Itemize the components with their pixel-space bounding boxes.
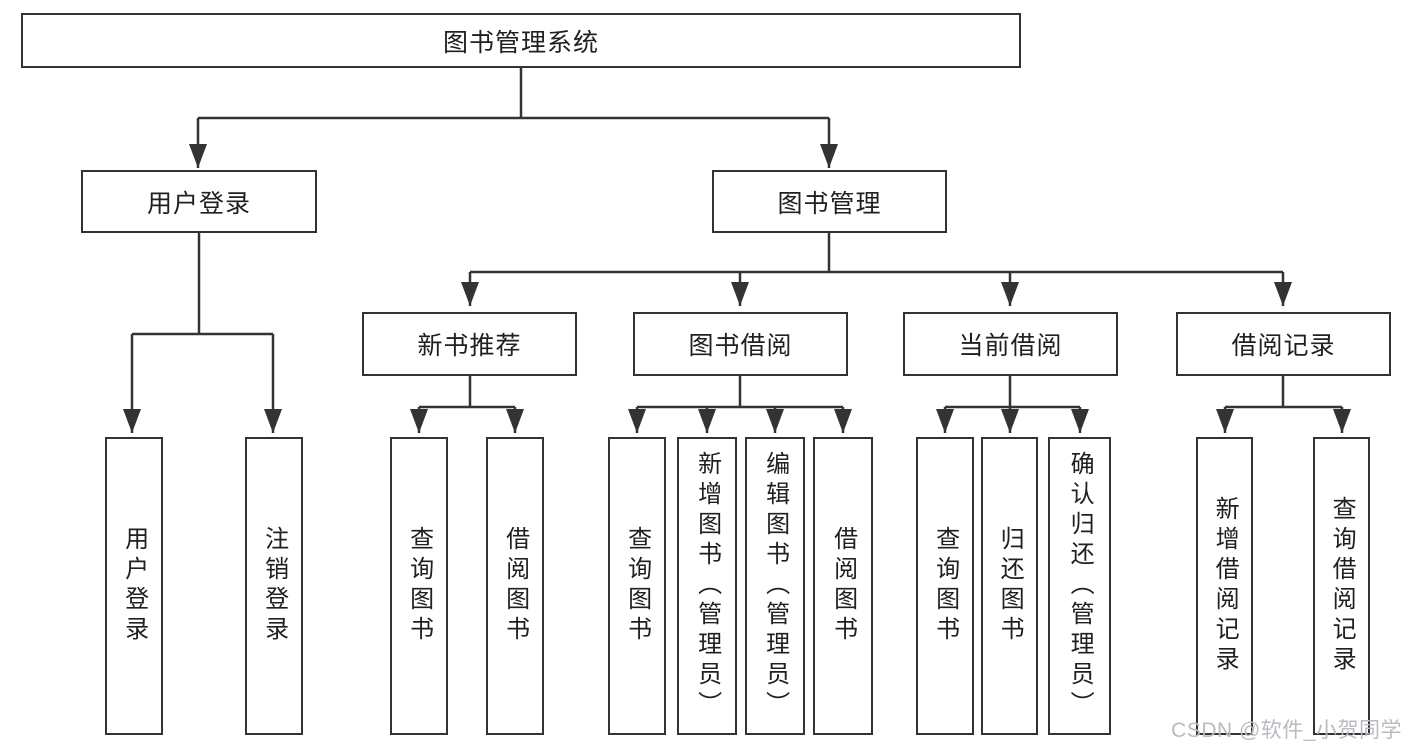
leaf-br-add-record: 新增借阅记录 — [1196, 437, 1253, 735]
node-label: 编辑图书（管理员） — [761, 451, 789, 721]
node-label: 查询图书 — [931, 526, 959, 646]
node-label: 当前借阅 — [958, 332, 1063, 360]
leaf-user-login: 用户登录 — [105, 437, 163, 735]
node-label: 确认归还（管理员） — [1066, 451, 1094, 721]
leaf-nb-query-books: 查询图书 — [390, 437, 448, 735]
leaf-cb-confirm-return-admin: 确认归还（管理员） — [1048, 437, 1111, 735]
node-borrow-records: 借阅记录 — [1176, 312, 1391, 376]
node-label: 图书借阅 — [688, 332, 793, 360]
leaf-br-query-record: 查询借阅记录 — [1313, 437, 1370, 735]
leaf-bb-query-books: 查询图书 — [608, 437, 666, 735]
node-current-borrow: 当前借阅 — [903, 312, 1118, 376]
node-label: 用户登录 — [146, 189, 251, 218]
node-label: 查询图书 — [623, 526, 651, 646]
node-label: 新增借阅记录 — [1211, 496, 1239, 676]
leaf-bb-add-books-admin: 新增图书（管理员） — [677, 437, 737, 735]
connector-segments — [132, 67, 1342, 409]
node-label: 新书推荐 — [417, 332, 522, 360]
leaf-cb-return-books: 归还图书 — [981, 437, 1038, 735]
leaf-bb-edit-books-admin: 编辑图书（管理员） — [745, 437, 805, 735]
node-label: 用户登录 — [120, 526, 148, 646]
node-label: 借阅图书 — [829, 526, 857, 646]
node-book-management: 图书管理 — [712, 170, 947, 233]
leaf-bb-borrow-books: 借阅图书 — [813, 437, 873, 735]
leaf-cb-query-books: 查询图书 — [916, 437, 974, 735]
node-label: 查询借阅记录 — [1328, 496, 1356, 676]
node-label: 图书管理系统 — [442, 28, 599, 57]
node-label: 归还图书 — [996, 526, 1024, 646]
leaf-nb-borrow-books: 借阅图书 — [486, 437, 544, 735]
node-label: 新增图书（管理员） — [693, 451, 721, 721]
csdn-watermark: CSDN @软件_小贺同学 — [1171, 719, 1402, 742]
node-label: 查询图书 — [405, 526, 433, 646]
node-root-system: 图书管理系统 — [21, 13, 1021, 68]
node-book-borrow: 图书借阅 — [633, 312, 848, 376]
node-new-book-recommend: 新书推荐 — [362, 312, 577, 376]
node-user-login: 用户登录 — [81, 170, 317, 233]
node-label: 注销登录 — [260, 526, 288, 646]
leaf-logout: 注销登录 — [245, 437, 303, 735]
node-label: 图书管理 — [777, 189, 882, 218]
node-label: 借阅图书 — [501, 526, 529, 646]
node-label: 借阅记录 — [1231, 332, 1336, 360]
